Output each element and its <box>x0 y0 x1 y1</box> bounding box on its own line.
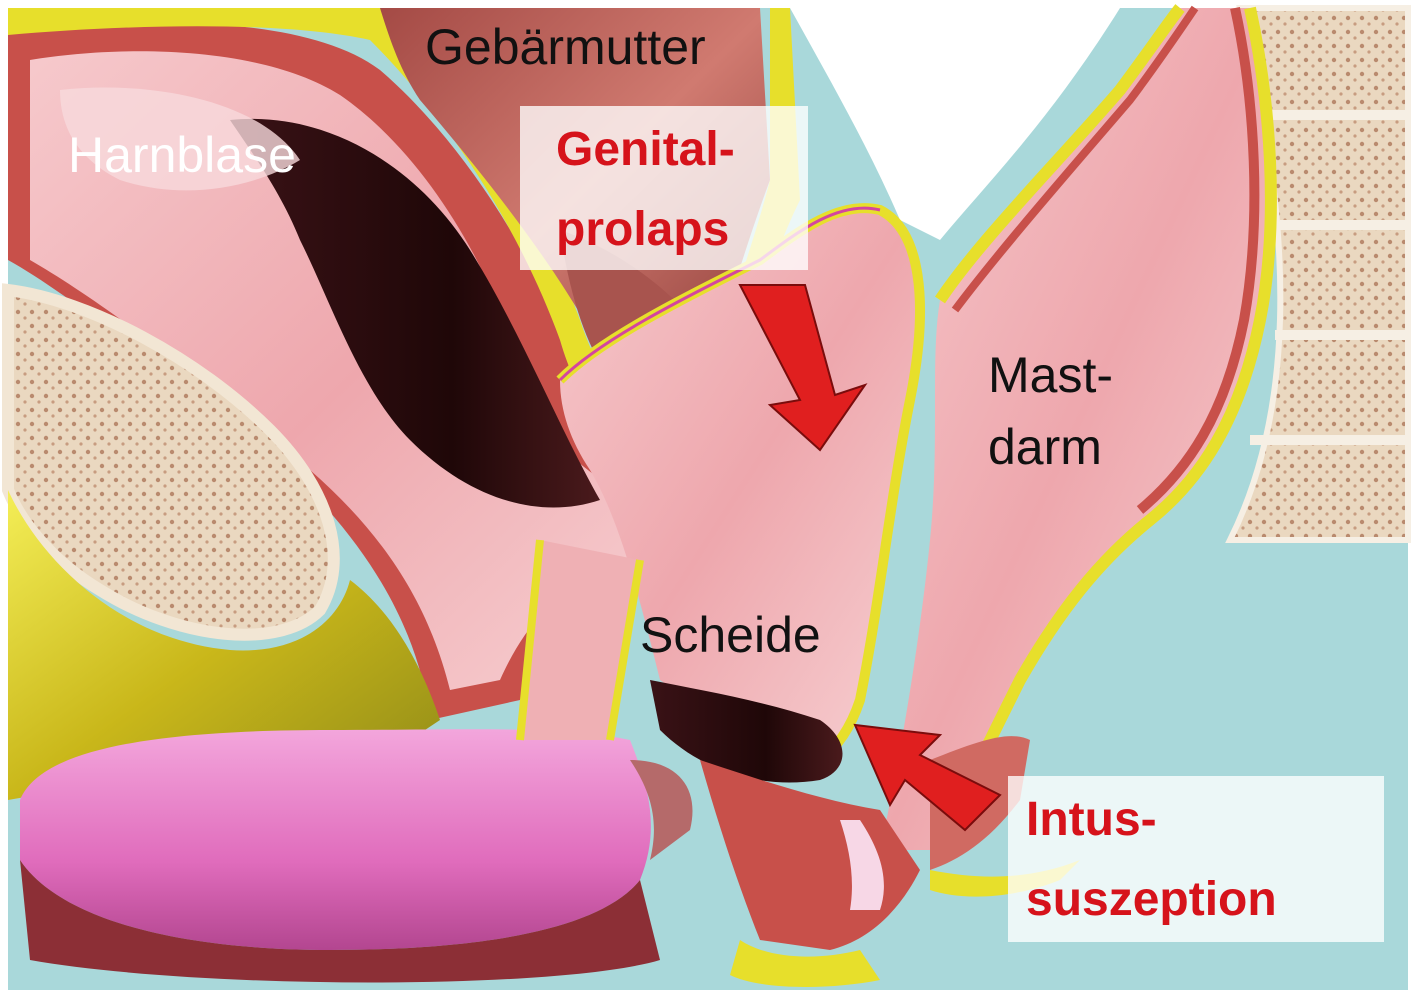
uterus-label: Gebärmutter <box>425 22 706 72</box>
vagina-label: Scheide <box>640 610 821 660</box>
rectum-label-line2: darm <box>988 422 1102 472</box>
intussusception-label-line2: suszeption <box>1026 876 1277 924</box>
pelvic-floor-muscle <box>20 729 651 950</box>
bladder-label: Harnblase <box>68 130 296 180</box>
prolapse-label-line2: prolaps <box>556 206 729 254</box>
prolapse-label-line1: Genital- <box>556 126 735 174</box>
intussusception-label-line1: Intus- <box>1026 796 1157 844</box>
rectum-label-line1: Mast- <box>988 350 1113 400</box>
